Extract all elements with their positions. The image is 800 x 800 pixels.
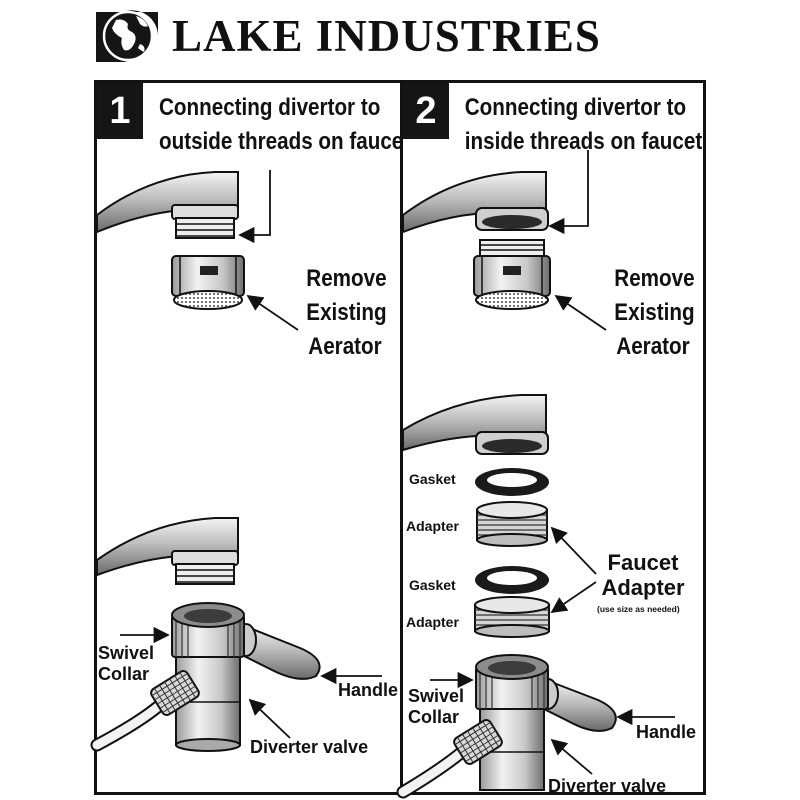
- panel-inside-threads: 2 Connecting divertor to inside threads …: [400, 80, 706, 795]
- arrow-outside-threads: [238, 170, 271, 244]
- step-number-1: 1: [97, 83, 143, 139]
- label-swivel-collar-2: Swivel Collar: [408, 686, 465, 727]
- panel-2-title: Connecting divertor to inside threads on…: [464, 94, 703, 155]
- label-remove-aerator-1: Remove Existing Aerator: [306, 265, 387, 360]
- arrow-diverter-2: [550, 738, 593, 775]
- faucet-spout-1a: [96, 171, 239, 239]
- faucet-spout-2b: [402, 394, 549, 455]
- gasket-lower: [475, 566, 549, 594]
- adapter-lower: [474, 596, 550, 638]
- label-size-note: (use size as needed): [597, 604, 680, 614]
- label-gasket-lower: Gasket: [409, 577, 456, 593]
- faucet-spout-1b: [96, 517, 239, 585]
- arrow-faucet-adapter-lower: [550, 581, 597, 614]
- faucet-spout-2a: [402, 171, 549, 234]
- panel-outside-threads: 1 Connecting divertor to outside threads…: [94, 80, 403, 795]
- aerator-2: [473, 239, 551, 310]
- label-remove-aerator-2: Remove Existing Aerator: [614, 265, 695, 360]
- label-handle-1: Handle: [338, 680, 399, 700]
- aerator-1: [171, 255, 245, 310]
- arrow-inside-threads: [548, 150, 589, 235]
- label-swivel-collar-1: Swivel Collar: [98, 643, 155, 684]
- adapter-upper: [476, 501, 548, 547]
- header: LAKE INDUSTRIES: [0, 0, 800, 70]
- globe-logo-icon: [96, 10, 158, 62]
- diverter-valve-1: [90, 602, 321, 752]
- diverter-valve-2: [396, 654, 617, 799]
- label-gasket-upper: Gasket: [409, 471, 456, 487]
- arrow-diverter-1: [248, 698, 291, 739]
- label-faucet-adapter: Faucet Adapter: [601, 550, 685, 600]
- label-adapter-upper: Adapter: [406, 518, 459, 534]
- gasket-upper: [475, 468, 549, 496]
- label-handle-2: Handle: [636, 722, 697, 742]
- step-number-2: 2: [403, 83, 449, 139]
- label-diverter-valve-1: Diverter valve: [250, 737, 369, 757]
- panel-1-title: Connecting divertor to outside threads o…: [158, 94, 403, 155]
- brand-name: LAKE INDUSTRIES: [172, 11, 601, 61]
- label-adapter-lower: Adapter: [406, 614, 459, 630]
- arrow-remove-aerator-1: [246, 294, 299, 331]
- arrow-remove-aerator-2: [554, 294, 607, 331]
- arrow-faucet-adapter-upper: [550, 526, 597, 575]
- label-diverter-valve-2: Diverter valve: [548, 776, 667, 796]
